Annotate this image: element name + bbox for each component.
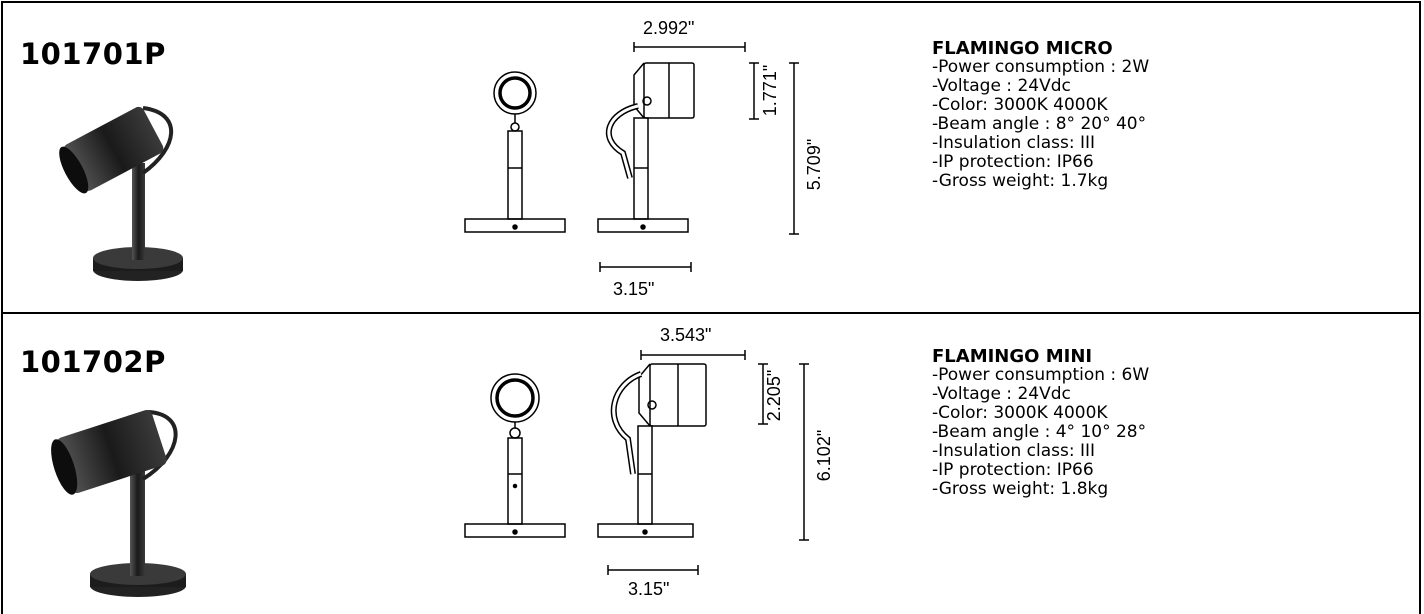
spec-power: -Power consumption : 6W	[932, 365, 1150, 385]
spec-insulation: -Insulation class: III	[932, 441, 1096, 461]
spec-beam-angle: -Beam angle : 4° 10° 28°	[932, 422, 1147, 442]
dimension-total-height: 5.709"	[804, 138, 825, 191]
product-photo	[59, 106, 183, 281]
product-code: 101702P	[20, 345, 166, 379]
product-photo	[51, 410, 186, 597]
dimension-head-height: 1.771"	[760, 64, 781, 117]
dimension-base-width: 3.15"	[628, 579, 670, 599]
spec-color: -Color: 3000K 4000K	[932, 95, 1108, 115]
dimension-head-width: 2.992"	[643, 18, 695, 38]
spec-weight: -Gross weight: 1.7kg	[932, 171, 1109, 191]
dimension-base-width: 3.15"	[613, 279, 655, 299]
spec-beam-angle: -Beam angle : 8° 20° 40°	[932, 114, 1147, 134]
spec-color: -Color: 3000K 4000K	[932, 403, 1108, 423]
spec-ip-protection: -IP protection: IP66	[932, 460, 1094, 480]
spec-voltage: -Voltage : 24Vdc	[932, 384, 1071, 404]
product-name: FLAMINGO MINI	[932, 346, 1093, 367]
dimension-head-height: 2.205"	[764, 369, 785, 422]
dimension-head-width: 3.543"	[660, 325, 712, 345]
product-code: 101701P	[20, 37, 166, 71]
spec-insulation: -Insulation class: III	[932, 133, 1096, 153]
technical-drawing	[464, 350, 809, 575]
product-row-101701p: 101701P	[1, 1, 1421, 314]
spec-power: -Power consumption : 2W	[932, 57, 1150, 77]
product-row-101702p: 101702P	[1, 312, 1421, 614]
spec-list: FLAMINGO MINI -Power consumption : 6W -V…	[932, 347, 1149, 499]
spec-weight: -Gross weight: 1.8kg	[932, 479, 1109, 499]
product-name: FLAMINGO MICRO	[932, 38, 1113, 59]
spec-ip-protection: -IP protection: IP66	[932, 152, 1094, 172]
spec-voltage: -Voltage : 24Vdc	[932, 76, 1071, 96]
spec-list: FLAMINGO MICRO -Power consumption : 2W -…	[932, 39, 1149, 191]
dimension-total-height: 6.102"	[814, 429, 835, 482]
technical-drawing	[464, 42, 799, 272]
